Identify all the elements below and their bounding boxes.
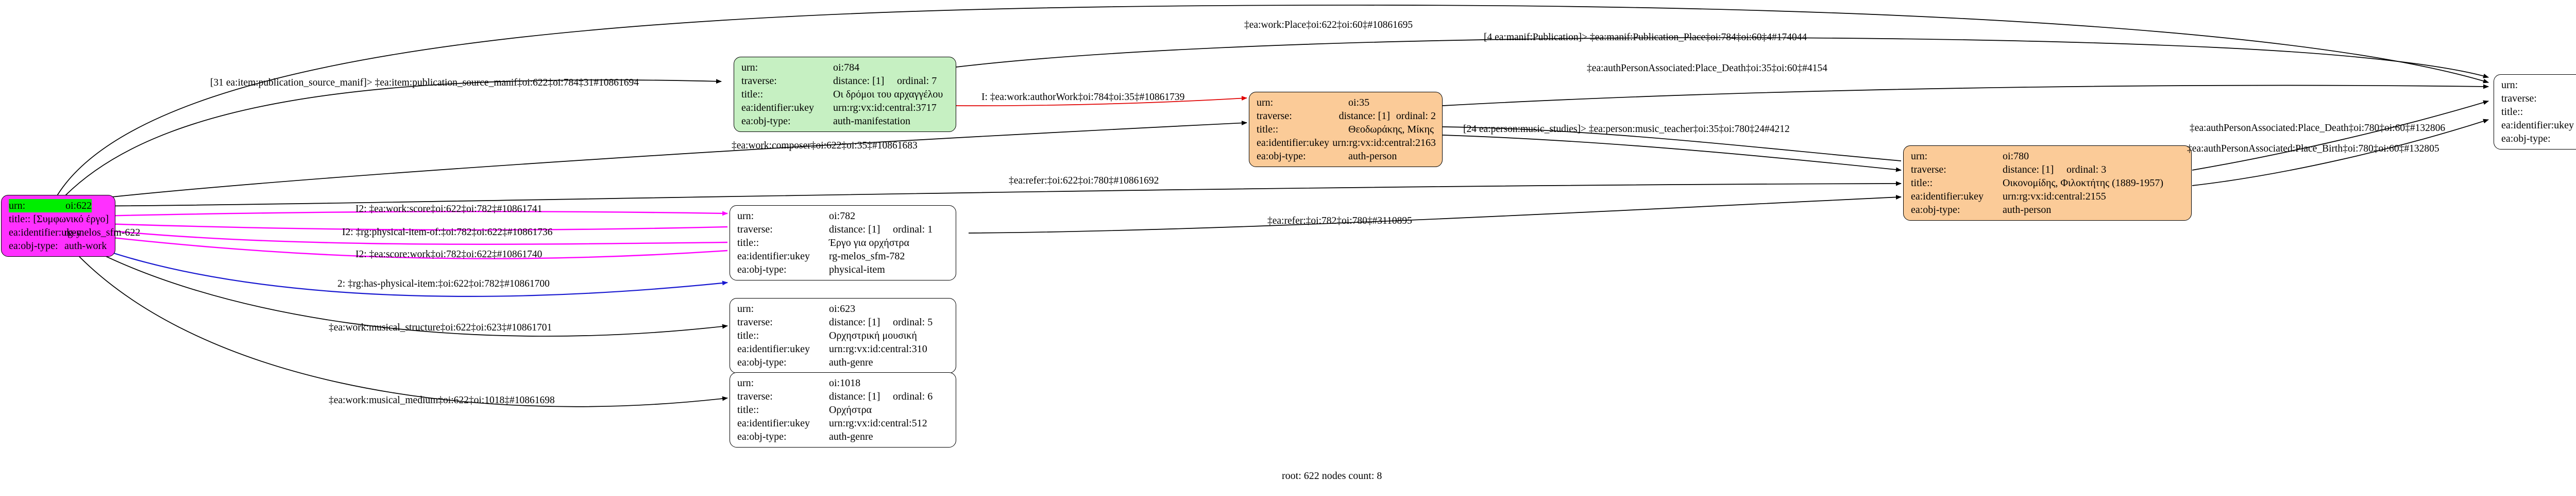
node-row-title: title:: Οικονομίδης, Φιλοκτήτης (1889-19… — [1911, 177, 2164, 189]
edge-label-manif-publication-place: [4 ea:manif:Publication]> ‡ea:manif:Publ… — [1484, 32, 1807, 43]
node-row-objtype: ea:obj-type: auth-person — [1257, 151, 1397, 162]
node-oi-780[interactable]: urn: oi:780 traverse: distance: [1] ordi… — [1903, 145, 2192, 221]
edge-label-work-author-work: I: ‡ea:work:authorWork‡oi:784‡oi:35‡#108… — [981, 92, 1185, 103]
node-row-ukey: ea:identifier:ukey urn:rg:vx:id:central:… — [2501, 120, 2574, 131]
node-row-title: title:: Οι δρόμοι του αρχαγγέλου — [741, 89, 943, 100]
node-row-objtype: ea:obj-type: auth-work — [9, 240, 107, 252]
node-row-title: title:: Ορχήστρα — [737, 404, 872, 416]
node-oi-622[interactable]: urn: oi:622 title:: [Συμφωνικό έργο] ea:… — [1, 195, 141, 257]
edge-label-work-musical-structure: ‡ea:work:musical_structure‡oi:622‡oi:623… — [329, 322, 552, 333]
node-row-urn: urn: oi:782 — [737, 210, 856, 222]
node-row-title: title:: [Συμφωνικό έργο] — [9, 213, 109, 225]
edge-label-work-musical-medium: ‡ea:work:musical_medium‡oi:622‡oi:1018‡#… — [329, 395, 555, 406]
node-row-objtype: ea:obj-type: auth-genre — [737, 357, 873, 368]
edge-label-person-music-teacher: [24 ea:person:music_studies]> ‡ea:person… — [1463, 124, 1790, 135]
node-row-title: title:: Θεοδωράκης, Μίκης — [1257, 124, 1434, 135]
node-row-objtype: ea:obj-type: auth-manifestation — [741, 115, 910, 127]
node-row-objtype: ea:obj-type: auth-person — [1911, 204, 2052, 216]
node-oi-782[interactable]: urn: oi:782 traverse: distance: [1] ordi… — [730, 205, 956, 280]
edge-label-work-composer: ‡ea:work:composer‡oi:622‡oi:35‡#10861683 — [732, 140, 918, 151]
node-row-urn: urn: oi:780 — [1911, 151, 2029, 162]
node-row-ukey: ea:identifier:ukey urn:rg:vx:id:central:… — [737, 418, 927, 429]
node-row-ukey: ea:identifier:ukey rg-melos_sfm-782 — [737, 251, 905, 262]
node-row-title: title:: Αθήνα — [2501, 106, 2523, 118]
node-oi-623[interactable]: urn: oi:623 traverse: distance: [1] ordi… — [730, 298, 956, 373]
node-row-title: title:: Έργο για ορχήστρα — [737, 237, 909, 249]
node-oi-1018[interactable]: urn: oi:1018 traverse: distance: [1] ord… — [730, 372, 956, 448]
node-row-ukey: ea:identifier:ukey urn:rg:vx:id:central:… — [1911, 191, 2106, 202]
node-row-traverse: traverse: distance: [1] ordinal: 4 — [2501, 93, 2537, 104]
edge-label-refer-782-780: ‡ea:refer:‡oi:782‡oi:780‡#3110895 — [1267, 216, 1412, 226]
node-row-traverse: traverse: distance: [1] ordinal: 3 — [1911, 164, 2107, 175]
node-row-ukey: ea:identifier:ukey rg-melos_sfm-622 — [9, 227, 141, 238]
edge-label-score-work: I2: ‡ea:score:work‡oi:782‡oi:622‡#108617… — [355, 249, 543, 260]
node-row-traverse: traverse: distance: [1] ordinal: 1 — [737, 224, 933, 235]
node-row-ukey: ea:identifier:ukey urn:rg:vx:id:central:… — [1257, 137, 1436, 148]
node-oi-784[interactable]: urn: oi:784 traverse: distance: [1] ordi… — [734, 57, 956, 132]
node-row-ukey: ea:identifier:ukey urn:rg:vx:id:central:… — [737, 343, 927, 355]
node-row-objtype: ea:obj-type: physical-item — [737, 264, 885, 275]
node-row-objtype: ea:obj-type: auth-genre — [737, 431, 873, 442]
node-row-urn: urn: oi:784 — [741, 62, 860, 73]
graph-footer: root: 622 nodes count: 8 — [1282, 470, 1382, 482]
node-row-traverse: traverse: distance: [1] ordinal: 5 — [737, 317, 933, 328]
edge-label-work-score: I2: ‡ea:work:score‡oi:622‡oi:782‡#108617… — [355, 204, 543, 214]
node-row-objtype: ea:obj-type: auth-place — [2501, 133, 2551, 144]
edge-label-person-place-death-780: ‡ea:authPersonAssociated:Place_Death‡oi:… — [2190, 123, 2446, 134]
edge-label-refer-622-780: ‡ea:refer:‡oi:622‡oi:780‡#10861692 — [1009, 175, 1159, 186]
node-row-traverse: traverse: distance: [1] ordinal: 7 — [741, 75, 937, 87]
node-row-traverse: traverse: distance: [1] ordinal: 6 — [737, 391, 933, 402]
node-row-ukey: ea:identifier:ukey urn:rg:vx:id:central:… — [741, 102, 937, 113]
node-row-urn: urn: oi:35 — [1257, 97, 1370, 108]
node-row-traverse: traverse: distance: [1] ordinal: 2 — [1257, 110, 1436, 122]
node-row-urn: urn: oi:60 — [2501, 79, 2518, 91]
node-row-urn: urn: oi:623 — [737, 303, 856, 315]
node-oi-35[interactable]: urn: oi:35 traverse: distance: [1] ordin… — [1249, 92, 1443, 167]
node-row-urn: urn: oi:1018 — [737, 377, 861, 389]
edge-label-physical-item-of: I2: ‡rg:physical-item-of:‡oi:782‡oi:622‡… — [342, 227, 553, 238]
node-row-title: title:: Ορχηστρική μουσική — [737, 330, 917, 341]
node-oi-60[interactable]: urn: oi:60 traverse: distance: [1] ordin… — [2494, 74, 2576, 150]
edge-label-person-place-birth-780: ‡ea:authPersonAssociated:Place_Birth‡oi:… — [2187, 143, 2439, 154]
edge-label-person-place-death-35: ‡ea:authPersonAssociated:Place_Death‡oi:… — [1587, 63, 1827, 74]
node-row-urn: urn: oi:622 — [9, 199, 92, 212]
edge-label-work-place: ‡ea:work:Place‡oi:622‡oi:60‡#10861695 — [1244, 20, 1413, 30]
edge-label-item-publication-source-manif: [31 ea:item:publication_source_manif]> ‡… — [210, 77, 639, 88]
edge-label-has-physical-item: 2: ‡rg:has-physical-item:‡oi:622‡oi:782‡… — [337, 278, 550, 289]
